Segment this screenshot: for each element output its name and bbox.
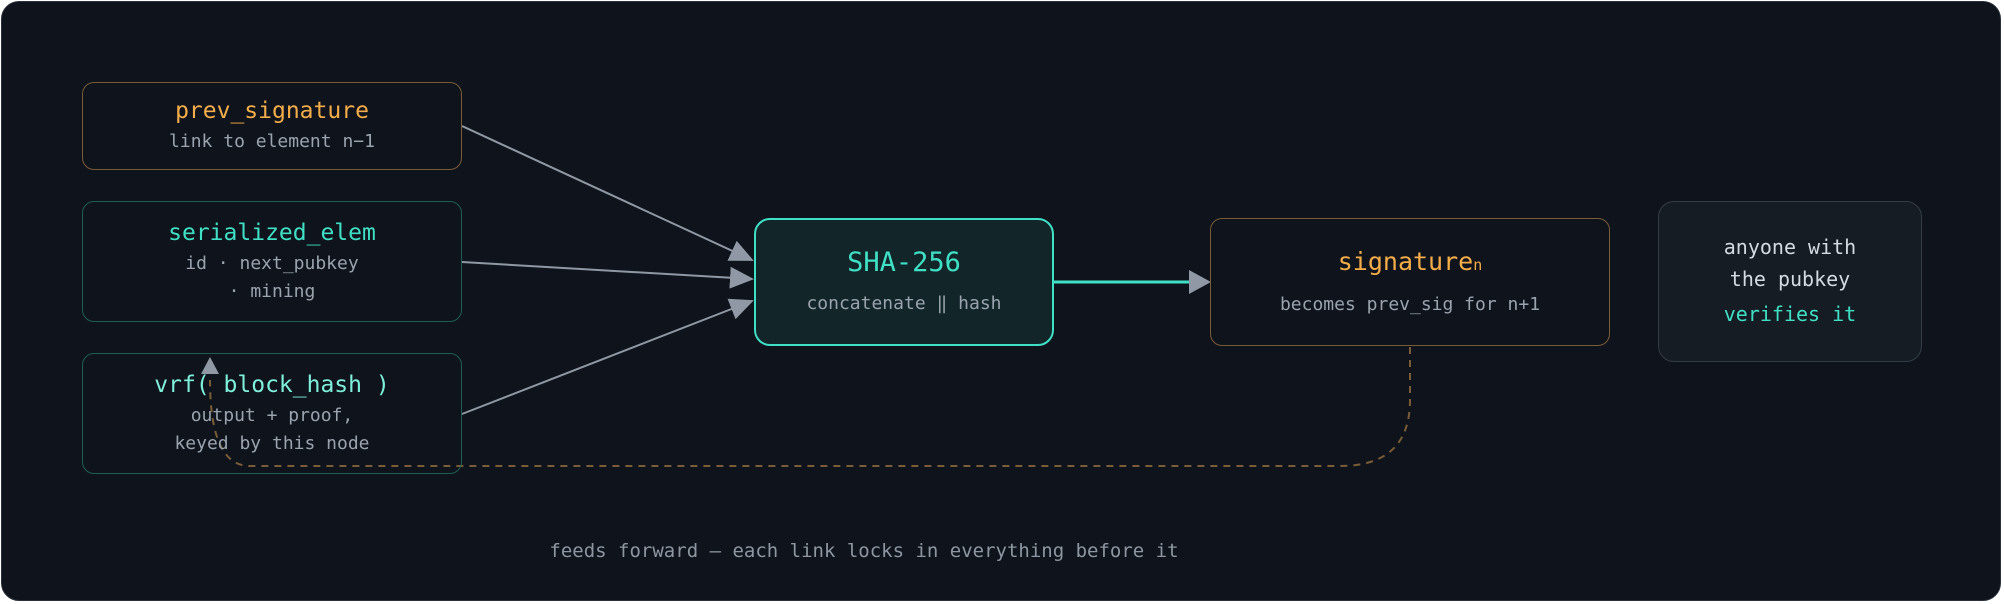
signature-title-text: signature: [1337, 246, 1474, 276]
vrf-subtitle-line1: output + proof,: [190, 404, 354, 426]
sha256-subtitle: concatenate ‖ hash: [806, 293, 1002, 314]
serialized-elem-box: serialized_elem id · next_pubkey · minin…: [82, 201, 462, 322]
prev-signature-title: prev_signature: [175, 98, 369, 124]
signature-title: signaturen: [1338, 246, 1483, 281]
serialized-elem-subtitle-line1: id · next_pubkey: [185, 252, 359, 274]
verify-line1: anyone with: [1723, 234, 1857, 259]
vrf-subtitle-line2: keyed by this node: [174, 432, 370, 454]
arrow-prev-to-sha: [461, 125, 754, 261]
prev-signature-box: prev_signature link to element n−1: [82, 82, 462, 170]
serialized-elem-subtitle-line2: · mining: [228, 280, 316, 302]
prev-signature-subtitle: link to element n−1: [169, 131, 375, 152]
verify-line2: the pubkey: [1729, 266, 1851, 291]
verify-line3: verifies it: [1723, 301, 1857, 326]
vrf-title: vrf( block_hash ): [154, 371, 390, 398]
verify-box: anyone with the pubkey verifies it: [1658, 201, 1922, 362]
signature-box: signaturen becomes prev_sig for n+1: [1210, 218, 1610, 346]
serialized-elem-title: serialized_elem: [168, 219, 376, 246]
vrf-box: vrf( block_hash ) output + proof, keyed …: [82, 353, 462, 474]
diagram-caption: feeds forward — each link locks in every…: [549, 540, 1179, 562]
feedback-dashed-path: [209, 347, 1411, 467]
arrow-vrf-to-sha: [461, 298, 754, 415]
feedback-arrowhead: [201, 357, 219, 374]
sha256-box: SHA-256 concatenate ‖ hash: [754, 218, 1054, 346]
arrowhead-sha-to-signature: [1189, 270, 1211, 294]
sha256-title: SHA-256: [847, 247, 961, 278]
signature-subtitle: becomes prev_sig for n+1: [1279, 293, 1541, 315]
arrow-serialized-to-sha: [461, 261, 754, 289]
signature-subscript: n: [1473, 255, 1483, 274]
